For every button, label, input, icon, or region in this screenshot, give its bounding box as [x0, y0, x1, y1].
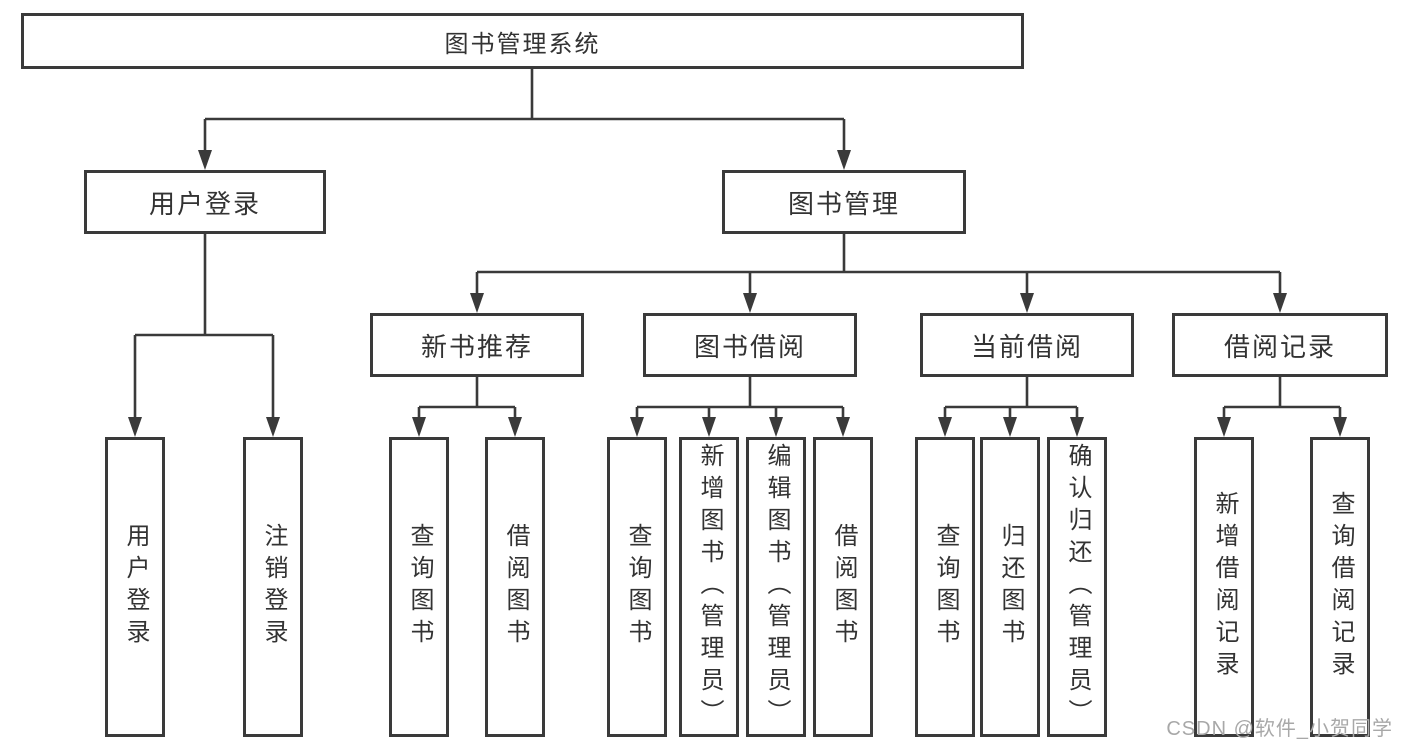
leaf-return-book: 归还图书: [980, 437, 1040, 737]
node-label: 图书管理: [787, 188, 900, 219]
leaf-query-book-recommend: 查询图书: [389, 437, 449, 737]
leaf-add-borrow-record: 新增借阅记录: [1194, 437, 1254, 737]
arrow-down-icon: [1020, 293, 1034, 313]
connector-bookmgmt-to-level3: [475, 234, 1282, 296]
node-label: 注销登录: [260, 523, 287, 651]
leaf-borrow-book-borrow: 借阅图书: [813, 437, 873, 737]
node-book-borrow: 图书借阅: [643, 313, 857, 377]
arrowhead-icons: [128, 150, 1347, 437]
leaf-logout: 注销登录: [243, 437, 303, 737]
node-label: 新增借阅记录: [1211, 491, 1238, 683]
arrow-down-icon: [702, 417, 716, 437]
leaf-query-book-current: 查询图书: [915, 437, 975, 737]
node-label: 新书推荐: [420, 331, 533, 362]
leaf-user-login: 用户登录: [105, 437, 165, 737]
leaf-confirm-return-admin: 确认归还（管理员）: [1047, 437, 1107, 737]
connector-newbookrec-to-leaves: [417, 377, 517, 420]
arrow-down-icon: [743, 293, 757, 313]
arrow-down-icon: [1003, 417, 1017, 437]
node-label: 查询借阅记录: [1327, 491, 1354, 683]
arrow-down-icon: [1273, 293, 1287, 313]
arrow-down-icon: [837, 150, 851, 170]
connector-root-to-level2: [203, 69, 846, 152]
arrow-down-icon: [1217, 417, 1231, 437]
leaf-add-book-admin: 新增图书（管理员）: [679, 437, 739, 737]
arrow-down-icon: [1070, 417, 1084, 437]
leaf-query-book-borrow: 查询图书: [607, 437, 667, 737]
node-label: 查询图书: [406, 523, 433, 651]
arrow-down-icon: [769, 417, 783, 437]
leaf-edit-book-admin: 编辑图书（管理员）: [746, 437, 806, 737]
node-label: 查询图书: [932, 523, 959, 651]
arrow-down-icon: [470, 293, 484, 313]
node-label: 确认归还（管理员）: [1064, 443, 1091, 731]
arrow-down-icon: [128, 417, 142, 437]
node-label: 图书管理系统: [444, 30, 601, 58]
arrow-down-icon: [198, 150, 212, 170]
arrow-down-icon: [938, 417, 952, 437]
node-label: 归还图书: [997, 523, 1024, 651]
node-label: 用户登录: [122, 523, 149, 651]
connector-bookborrow-to-leaves: [635, 377, 845, 420]
arrow-down-icon: [836, 417, 850, 437]
node-borrow-records: 借阅记录: [1172, 313, 1388, 377]
node-label: 用户登录: [148, 188, 261, 219]
connector-borrowrecords-to-leaves: [1222, 377, 1342, 420]
arrow-down-icon: [266, 417, 280, 437]
leaf-borrow-book-recommend: 借阅图书: [485, 437, 545, 737]
leaf-query-borrow-record: 查询借阅记录: [1310, 437, 1370, 737]
arrow-down-icon: [1333, 417, 1347, 437]
node-user-login-branch: 用户登录: [84, 170, 326, 234]
arrow-down-icon: [508, 417, 522, 437]
node-label: 借阅记录: [1223, 331, 1336, 362]
arrow-down-icon: [630, 417, 644, 437]
node-label: 当前借阅: [970, 331, 1083, 362]
connector-currentborrow-to-leaves: [943, 377, 1079, 420]
node-book-management: 图书管理: [722, 170, 966, 234]
node-current-borrow: 当前借阅: [920, 313, 1134, 377]
node-label: 新增图书（管理员）: [696, 443, 723, 731]
node-label: 借阅图书: [502, 523, 529, 651]
node-label: 编辑图书（管理员）: [763, 443, 790, 731]
node-new-book-recommend: 新书推荐: [370, 313, 584, 377]
connector-userlogin-to-leaves: [133, 234, 275, 419]
node-label: 图书借阅: [693, 331, 806, 362]
node-label: 借阅图书: [830, 523, 857, 651]
node-label: 查询图书: [624, 523, 651, 651]
node-root-system: 图书管理系统: [21, 13, 1024, 69]
arrow-down-icon: [412, 417, 426, 437]
